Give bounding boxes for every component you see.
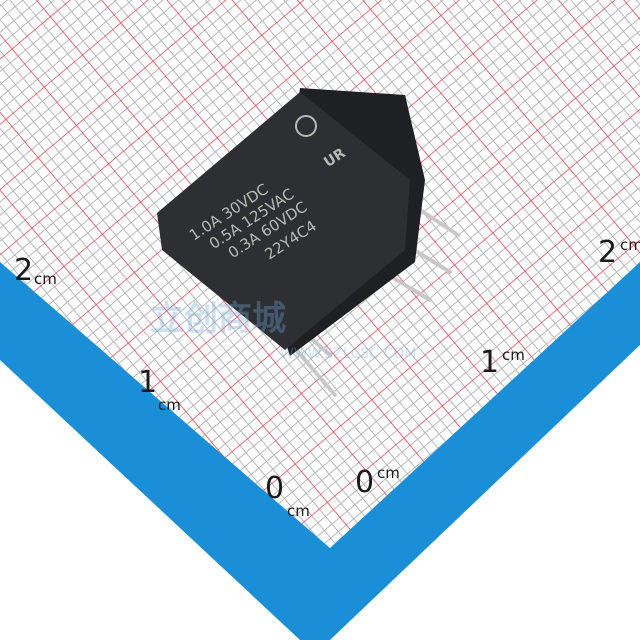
- ruler-right-1: 1: [480, 345, 499, 380]
- ruler-right-2-unit: cm: [620, 236, 640, 254]
- ruler-right-0-unit: cm: [377, 464, 400, 482]
- ruler-right-2: 2: [598, 235, 617, 270]
- ruler-left-0-unit: cm: [287, 502, 310, 520]
- ruler-left-labels: 2 cm 1 cm 0 cm: [14, 253, 310, 520]
- ruler-right-labels: 2 cm 1 cm 0 cm: [355, 235, 640, 500]
- relay-body-front: [157, 92, 410, 350]
- ruler-right-0: 0: [355, 465, 374, 500]
- relay: 1.0A 30VDC 0.5A 125VAC 0.3A 60VDC 22Y4C4…: [157, 88, 460, 397]
- watermark-url: WWW.SZLCSC.COM: [280, 346, 416, 362]
- ruler-left-1: 1: [138, 365, 157, 400]
- csa-logo-icon: [295, 115, 317, 137]
- ruler-left-2: 2: [14, 253, 33, 288]
- ruler-left-2-unit: cm: [34, 270, 57, 288]
- ruler-left-0: 0: [265, 471, 284, 506]
- blue-ruler-band: [0, 262, 640, 640]
- ruler-right-1-unit: cm: [502, 346, 525, 364]
- watermark-text: 立创商城: [150, 299, 286, 339]
- ruler-left-1-unit: cm: [158, 396, 181, 414]
